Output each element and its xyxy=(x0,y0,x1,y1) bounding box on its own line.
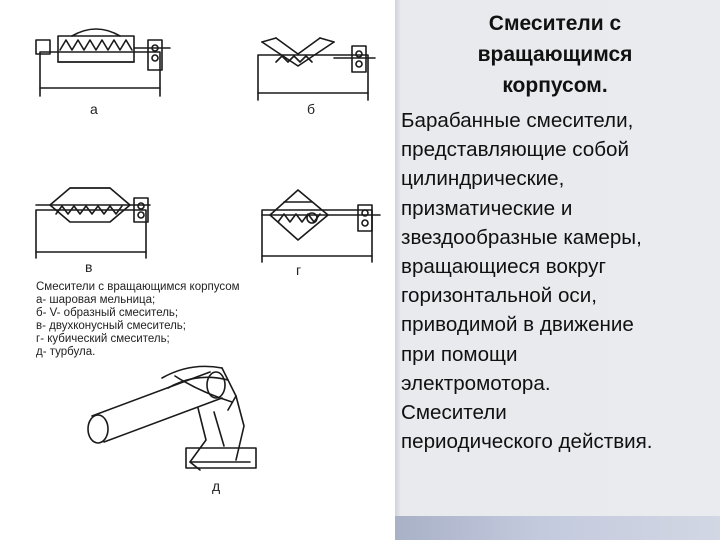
body-line: звездообразные камеры, xyxy=(401,225,642,249)
body-line: при помощи xyxy=(401,342,518,366)
body-line: электромотора. xyxy=(401,371,551,395)
drawing-v-mixer xyxy=(257,37,376,101)
mixer-drawings xyxy=(35,28,381,471)
slide-footer-bar xyxy=(395,516,720,540)
drawing-cubic-mixer xyxy=(261,189,381,263)
drawing-ball-mill xyxy=(35,28,171,97)
body-line: периодического действия. xyxy=(401,430,653,454)
panel-label-g: г xyxy=(296,262,302,278)
drawing-turbula-mixer xyxy=(87,365,257,471)
drawing-double-cone-mixer xyxy=(35,187,151,259)
body-line: призматические и xyxy=(401,196,573,220)
legend-item: б- V- образный смеситель; xyxy=(36,307,179,319)
title-line: Смесители с xyxy=(488,12,622,35)
legend-item: в- двухконусный смеситель; xyxy=(36,320,186,332)
legend-item: г- кубический смеситель; xyxy=(36,333,170,345)
body-line: Смесители xyxy=(401,401,507,425)
mixer-diagram-figure: а б в г д Смесители с вращающимся корпус… xyxy=(35,28,381,494)
legend-item: а- шаровая мельница; xyxy=(36,294,156,306)
body-line: цилиндрические, xyxy=(401,167,565,191)
title-line: корпусом. xyxy=(502,74,608,97)
slide-body-text: Барабанные смесители, представляющие соб… xyxy=(401,106,719,456)
body-line: вращающиеся вокруг xyxy=(401,255,606,279)
body-line: Барабанные смесители, xyxy=(401,109,634,132)
body-line: представляющие собой xyxy=(401,138,630,162)
slide-title: Смесители с вращающимся корпусом. xyxy=(435,8,675,101)
body-line: горизонтальной оси, xyxy=(401,284,597,308)
panel-label-d: д xyxy=(212,478,221,494)
legend-item: д- турбула. xyxy=(36,346,96,358)
figure-caption: Смесители с вращающимся корпусом xyxy=(36,281,240,293)
panel-label-b: б xyxy=(307,101,316,117)
panel-label-v: в xyxy=(85,259,93,275)
panel-label-a: а xyxy=(90,101,98,117)
title-line: вращающимся xyxy=(477,43,633,66)
body-line: приводимой в движение xyxy=(401,313,634,337)
text-panel: Смесители с вращающимся корпусом. Бараба… xyxy=(395,0,720,540)
